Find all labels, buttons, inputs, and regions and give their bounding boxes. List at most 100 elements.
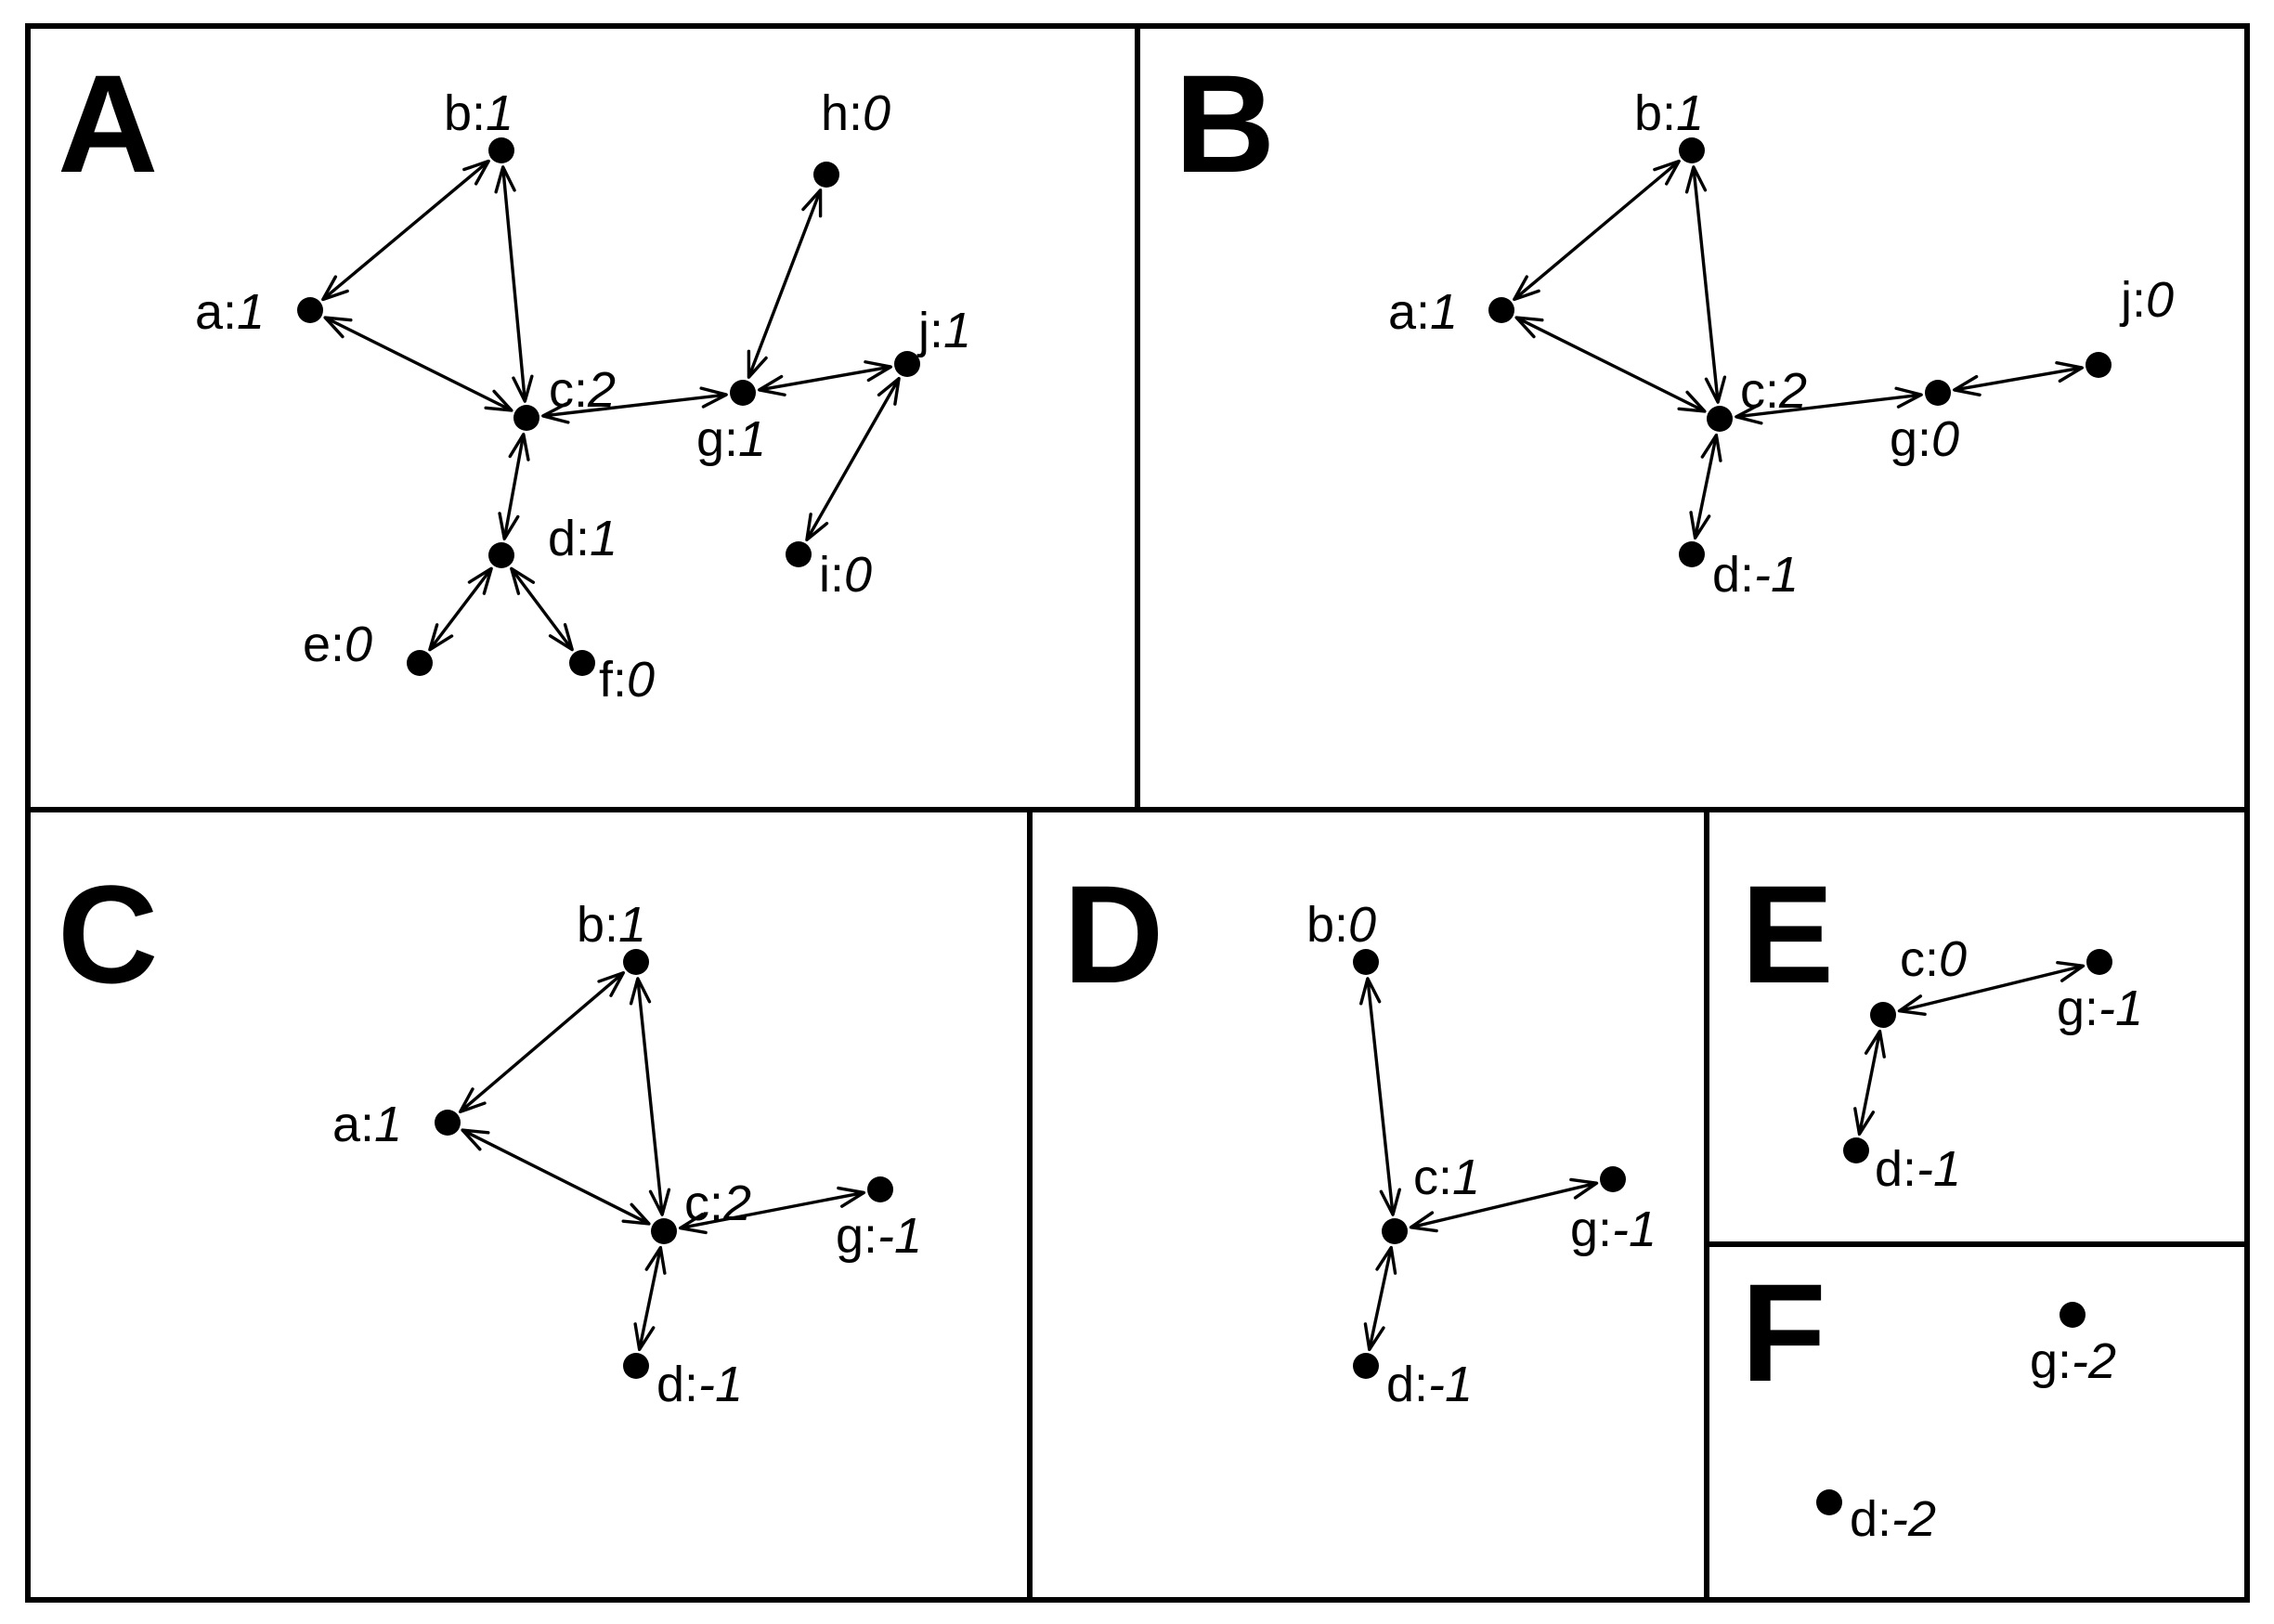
- edge-c-b-c: [629, 977, 671, 1216]
- node-label-c-d: d:-1: [656, 1357, 743, 1412]
- node-a-a: [297, 297, 323, 323]
- node-name: j:: [2119, 272, 2146, 328]
- panel-letter-e: E: [1741, 856, 1834, 1012]
- node-a-d: [488, 542, 514, 568]
- node-label-a-j: j:1: [916, 303, 971, 358]
- node-value: 0: [863, 85, 890, 141]
- arrowhead: [2056, 961, 2086, 982]
- panel-letter-c: C: [58, 856, 158, 1012]
- node-label-c-c: c:2: [684, 1176, 751, 1231]
- arrowhead: [1853, 1107, 1876, 1137]
- node-value: 1: [590, 511, 617, 566]
- edge-line: [1513, 160, 1681, 301]
- edge-a-g-h: [747, 188, 823, 379]
- edge-line: [1899, 964, 2084, 1013]
- arrowhead: [1864, 1029, 1886, 1059]
- arrowhead: [877, 376, 901, 406]
- arrowhead: [1363, 1322, 1385, 1352]
- node-value: 0: [627, 652, 655, 708]
- node-name: a:: [1388, 284, 1430, 340]
- node-label-d-g: g:-1: [1570, 1202, 1657, 1257]
- edge-line: [324, 316, 513, 412]
- edge-b-a-c: [1514, 316, 1707, 413]
- edge-c-c-d: [633, 1245, 667, 1352]
- node-c-g: [867, 1176, 893, 1202]
- arrowhead: [644, 1245, 667, 1275]
- arrowhead: [1953, 374, 1982, 397]
- panel-c: C b:1a:1c:2g:-1d:-1: [58, 856, 922, 1412]
- arrowhead: [1514, 316, 1544, 339]
- edge-d-c-g: [1409, 1177, 1599, 1233]
- arrowhead: [864, 360, 892, 383]
- node-value: -2: [2072, 1333, 2116, 1389]
- node-label-d-b: b:0: [1306, 897, 1376, 953]
- node-name: i:: [819, 547, 844, 603]
- node-name: g:: [2030, 1333, 2072, 1389]
- node-label-e-g: g:-1: [2057, 981, 2143, 1036]
- arrowhead: [837, 1186, 866, 1208]
- edge-b-c-d: [1689, 433, 1722, 540]
- panel-d: D b:0c:1g:-1d:-1: [1063, 856, 1657, 1412]
- node-c-b: [623, 949, 649, 975]
- panel-letter-b: B: [1175, 45, 1275, 201]
- arrowhead: [648, 1188, 671, 1216]
- node-label-a-i: i:0: [819, 547, 872, 603]
- edge-line: [1693, 435, 1719, 539]
- node-label-a-g: g:1: [696, 411, 766, 467]
- node-label-c-b: b:1: [577, 897, 646, 953]
- arrowhead: [508, 433, 530, 461]
- node-label-b-b: b:1: [1634, 85, 1704, 141]
- edge-line: [636, 978, 664, 1215]
- edge-b-b-c: [1684, 165, 1727, 404]
- arrowhead: [323, 316, 353, 339]
- node-label-a-a: a:1: [195, 284, 265, 340]
- node-b-d: [1679, 541, 1705, 567]
- node-a-b: [488, 137, 514, 163]
- node-label-e-c: c:0: [1900, 931, 1967, 987]
- node-a-h: [813, 162, 839, 188]
- node-c-a: [435, 1110, 461, 1136]
- edge-a-d-f: [510, 566, 574, 652]
- edge-e-c-d: [1853, 1029, 1886, 1137]
- node-value: 1: [618, 897, 646, 953]
- edge-a-j-i: [805, 376, 901, 542]
- node-value: 0: [1931, 411, 1959, 467]
- node-label-b-j: j:0: [2119, 272, 2174, 328]
- node-b-j: [2086, 352, 2112, 378]
- arrowhead: [629, 977, 652, 1006]
- edge-line: [1368, 1247, 1393, 1350]
- node-value: -1: [877, 1208, 922, 1264]
- node-value: 1: [1430, 284, 1458, 340]
- edge-line: [1410, 1181, 1597, 1229]
- edge-line: [502, 434, 526, 539]
- node-name: b:: [444, 85, 486, 141]
- edge-line: [1692, 166, 1720, 403]
- arrowhead: [678, 1213, 708, 1235]
- arrowhead: [1359, 977, 1382, 1006]
- arrowhead: [1375, 1245, 1397, 1275]
- arrowhead: [699, 386, 728, 409]
- arrowhead: [801, 188, 823, 218]
- node-name: d:: [1386, 1357, 1428, 1412]
- node-value: 0: [1939, 931, 1967, 987]
- node-value: 0: [344, 617, 372, 672]
- node-value: 0: [2146, 272, 2174, 328]
- edge-a-c-g: [541, 386, 728, 424]
- edge-line: [680, 1190, 864, 1230]
- arrowhead: [1894, 386, 1923, 409]
- arrowhead: [459, 1087, 487, 1114]
- node-a-i: [786, 541, 812, 567]
- node-name: d:: [548, 511, 590, 566]
- panel-f: F g:-2d:-2: [1741, 1254, 2116, 1547]
- arrowhead: [467, 566, 493, 595]
- node-label-d-d: d:-1: [1386, 1357, 1473, 1412]
- arrowhead: [1684, 165, 1708, 194]
- edge-b-a-b: [1513, 159, 1681, 302]
- node-value: 0: [1348, 897, 1376, 953]
- node-label-e-d: d:-1: [1875, 1141, 1961, 1197]
- edge-line: [637, 1247, 663, 1350]
- node-name: h:: [821, 85, 863, 141]
- node-value: -2: [1891, 1491, 1936, 1547]
- node-name: g:: [836, 1208, 877, 1264]
